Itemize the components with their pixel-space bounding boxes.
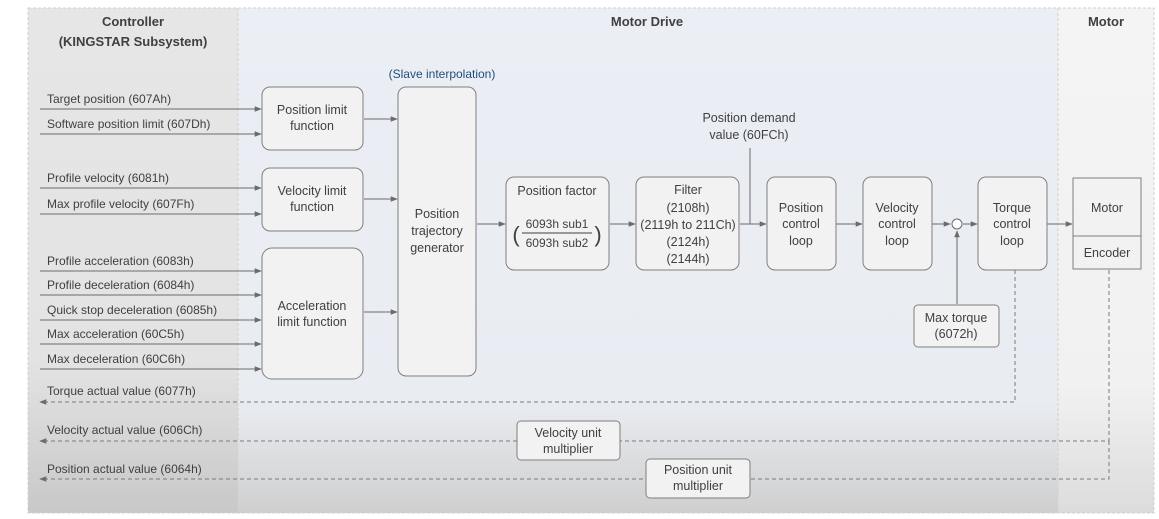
input-profile-acceleration: Profile acceleration (6083h) — [47, 254, 194, 268]
motor-block — [1072, 177, 1142, 237]
position-control-label-2: control — [782, 217, 820, 231]
position-factor-block — [505, 176, 610, 271]
velocity-limit-label-1: Velocity limit — [278, 184, 347, 198]
position-control-label-1: Position — [779, 201, 824, 215]
encoder-block — [1072, 235, 1142, 270]
summing-junction — [951, 218, 963, 230]
motor-drive-title: Motor Drive — [611, 14, 683, 29]
max-torque-block — [913, 304, 1000, 348]
max-torque-label-1: Max torque — [925, 311, 988, 325]
input-software-position-limit: Software position limit (607Dh) — [47, 117, 210, 131]
position-unit-multiplier-label-1: Position unit — [664, 463, 733, 477]
input-max-deceleration: Max deceleration (60C6h) — [47, 352, 185, 366]
velocity-limit-label-2: function — [290, 200, 334, 214]
filter-label-5: (2144h) — [666, 252, 709, 266]
acceleration-limit-label-2: limit function — [277, 315, 347, 329]
torque-control-label-3: loop — [1000, 234, 1024, 248]
filter-label-4: (2124h) — [666, 235, 709, 249]
position-unit-multiplier-label-2: multiplier — [673, 479, 723, 493]
input-quick-stop-deceleration: Quick stop deceleration (6085h) — [47, 303, 217, 317]
position-factor-title: Position factor — [517, 184, 596, 198]
controller-section — [28, 8, 238, 513]
encoder-label: Encoder — [1084, 246, 1131, 260]
trajectory-label-3: generator — [410, 241, 464, 255]
feedback-velocity-actual: Velocity actual value (606Ch) — [47, 423, 202, 437]
filter-label-3: (2119h to 211Ch) — [640, 218, 735, 232]
velocity-control-block — [862, 176, 933, 271]
filter-block — [635, 176, 740, 271]
velocity-control-label-1: Velocity — [875, 201, 919, 215]
position-control-label-3: loop — [789, 234, 813, 248]
velocity-limit-block — [261, 167, 364, 232]
feedback-position-actual: Position actual value (6064h) — [47, 462, 202, 476]
input-target-position: Target position (607Ah) — [47, 92, 171, 106]
input-profile-deceleration: Profile deceleration (6084h) — [47, 278, 194, 292]
velocity-unit-multiplier-block — [516, 420, 621, 461]
acceleration-limit-block — [261, 247, 364, 380]
input-profile-velocity: Profile velocity (6081h) — [47, 171, 169, 185]
position-factor-denominator: 6093h sub2 — [526, 236, 589, 250]
slave-interpolation-label: (Slave interpolation) — [389, 67, 496, 81]
trajectory-label-2: trajectory — [411, 224, 463, 238]
position-factor-numerator: 6093h sub1 — [526, 217, 589, 231]
right-parenthesis: ) — [594, 222, 601, 247]
position-limit-label-1: Position limit — [277, 103, 348, 117]
position-limit-block — [261, 86, 364, 151]
left-parenthesis: ( — [512, 222, 520, 247]
position-limit-label-2: function — [290, 119, 334, 133]
filter-label-1: Filter — [674, 183, 702, 197]
velocity-control-label-3: loop — [885, 234, 909, 248]
acceleration-limit-label-1: Acceleration — [278, 299, 347, 313]
trajectory-label-1: Position — [415, 207, 460, 221]
input-max-acceleration: Max acceleration (60C5h) — [47, 327, 184, 341]
position-demand-label-1: Position demand — [702, 111, 795, 125]
velocity-unit-multiplier-label-2: multiplier — [543, 442, 593, 456]
position-unit-multiplier-block — [645, 458, 751, 499]
controller-title: Controller — [102, 14, 164, 29]
torque-control-label-1: Torque — [993, 201, 1031, 215]
feedback-torque-actual: Torque actual value (6077h) — [47, 384, 196, 398]
position-control-block — [766, 176, 837, 271]
controller-subtitle: (KINGSTAR Subsystem) — [59, 34, 208, 49]
max-torque-label-2: (6072h) — [934, 327, 977, 341]
trajectory-generator-block — [397, 86, 477, 377]
filter-label-2: (2108h) — [666, 201, 709, 215]
motor-title: Motor — [1088, 14, 1124, 29]
torque-control-label-2: control — [993, 217, 1031, 231]
motor-label: Motor — [1091, 201, 1123, 215]
velocity-unit-multiplier-label-1: Velocity unit — [535, 426, 602, 440]
position-demand-label-2: value (60FCh) — [709, 128, 788, 142]
velocity-control-label-2: control — [878, 217, 916, 231]
torque-control-block — [977, 176, 1048, 271]
input-max-profile-velocity: Max profile velocity (607Fh) — [47, 197, 194, 211]
